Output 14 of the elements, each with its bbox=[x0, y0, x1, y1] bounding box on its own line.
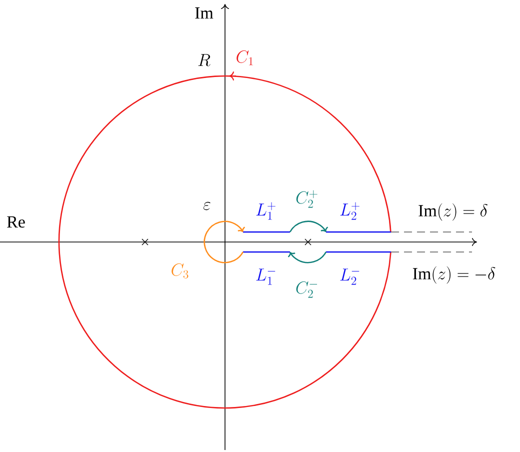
contour-label: $C_1$ bbox=[236, 50, 253, 66]
line-label: $\mathrm{Im}(z) = \delta$ bbox=[418, 203, 488, 221]
contour-label: $L_1^-$ bbox=[256, 268, 276, 285]
radius-label: $\varepsilon$ bbox=[204, 202, 210, 210]
radius-label: $R$ bbox=[198, 54, 210, 66]
contour-label: $L_1^+$ bbox=[256, 202, 276, 220]
contour-label: $C_3$ bbox=[172, 263, 188, 278]
axis-label: Re bbox=[7, 216, 25, 228]
contour-label: $L_2^+$ bbox=[340, 202, 360, 220]
contour-label: $L_2^-$ bbox=[340, 268, 360, 285]
line-label: $\mathrm{Im}(z) = -\delta$ bbox=[412, 266, 496, 284]
contour-label: $C_2^-$ bbox=[296, 281, 318, 298]
axis-label: Im bbox=[195, 7, 214, 19]
contour-label: $C_2^+$ bbox=[296, 190, 318, 208]
